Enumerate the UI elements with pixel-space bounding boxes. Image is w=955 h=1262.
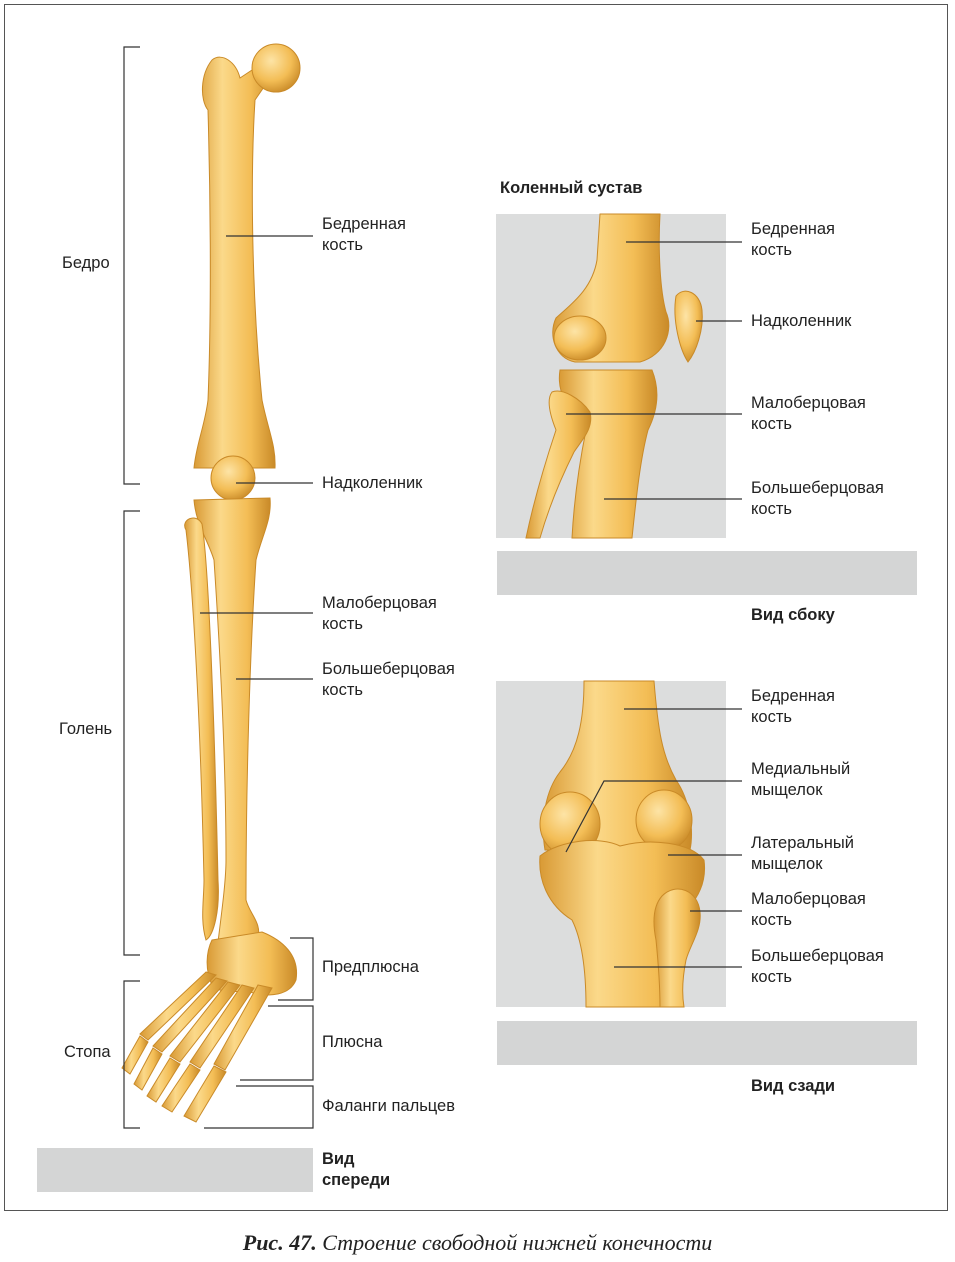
leader-lines-left	[200, 235, 313, 680]
phalanx-1	[183, 1065, 227, 1123]
knee-side-illustration	[525, 213, 703, 539]
medial-condyle-label: Медиальный мыщелок	[751, 760, 851, 799]
tibia-label: Большеберцовая кость	[322, 660, 455, 699]
side-view-bar	[497, 551, 917, 595]
phalanx-4	[133, 1047, 163, 1091]
metatarsal-4	[152, 977, 228, 1053]
thigh-label: Бедро	[62, 254, 110, 272]
side-patella-label: Надколенник	[751, 312, 852, 330]
caption-number: Рис. 47.	[242, 1230, 317, 1255]
thigh-bracket	[123, 46, 140, 485]
metatarsal-1	[213, 984, 273, 1071]
back-tibia-label: Большеберцовая кость	[751, 947, 884, 986]
side-tibia-shape	[558, 369, 658, 539]
back-view-title: Вид сзади	[751, 1077, 836, 1095]
foot-label: Стопа	[64, 1043, 111, 1061]
shin-bracket	[123, 510, 140, 956]
metatarsal-5	[139, 971, 217, 1041]
phalanx-3	[146, 1057, 181, 1103]
metatarsal-3	[169, 981, 241, 1063]
back-fibula-shape	[653, 888, 701, 1008]
back-view-bar	[497, 1021, 917, 1065]
lateral-condyle-label: Латеральный мыщелок	[751, 834, 854, 873]
metatarsal-2	[189, 984, 255, 1069]
phalanx-5	[121, 1035, 149, 1075]
leader-lines-back	[565, 708, 742, 968]
femoral-head	[251, 43, 301, 93]
full-leg-illustration	[121, 43, 301, 1123]
lateral-condyle-shape	[635, 789, 693, 851]
patella-label: Надколенник	[322, 474, 423, 492]
side-fibula-shape	[525, 390, 592, 539]
fibula-shape	[184, 517, 219, 941]
metatarsus-bracket	[240, 1005, 314, 1081]
side-patella-shape	[674, 290, 703, 363]
foot-bracket	[123, 980, 140, 1129]
knee-back-illustration	[539, 680, 706, 1008]
medial-condyle-leader	[565, 780, 742, 853]
fibula-label: Малоберцовая кость	[322, 594, 437, 633]
femur-shape	[193, 56, 276, 469]
phalanx-2	[161, 1063, 201, 1113]
side-view-title: Вид сбоку	[751, 606, 835, 624]
front-view-bar	[37, 1148, 313, 1192]
phalanges-label: Фаланги пальцев	[322, 1097, 455, 1115]
side-femur-label: Бедренная кость	[751, 220, 835, 259]
phalanges-bracket	[204, 1085, 314, 1129]
side-condyle	[553, 315, 607, 361]
shin-label: Голень	[59, 720, 113, 738]
back-fibula-label: Малоберцовая кость	[751, 890, 866, 929]
front-view-title: Вид спереди	[322, 1150, 391, 1189]
patella-shape	[210, 455, 256, 501]
side-fibula-label: Малоберцовая кость	[751, 394, 866, 433]
femur-label: Бедренная кость	[322, 215, 406, 254]
metatarsus-label: Плюсна	[322, 1033, 383, 1051]
side-tibia-label: Большеберцовая кость	[751, 479, 884, 518]
tarsus-label: Предплюсна	[322, 958, 419, 976]
tarsus-bracket	[278, 937, 314, 1001]
knee-joint-title: Коленный сустав	[500, 179, 643, 197]
leader-lines-side	[566, 241, 742, 500]
figure-caption: Рис. 47. Строение свободной нижней конеч…	[0, 1230, 955, 1256]
figure-frame	[4, 4, 948, 1211]
back-femur-label: Бедренная кость	[751, 687, 835, 726]
region-brackets	[123, 46, 314, 1129]
caption-text: Строение свободной нижней конечности	[322, 1230, 713, 1255]
